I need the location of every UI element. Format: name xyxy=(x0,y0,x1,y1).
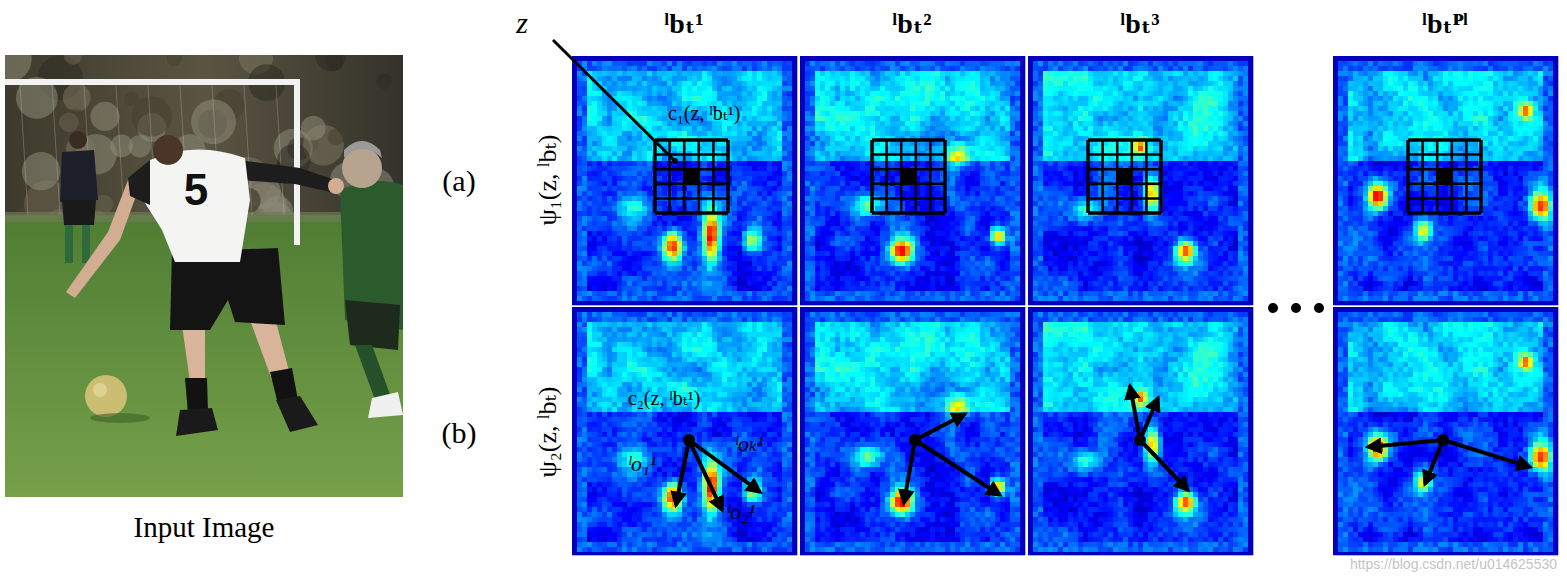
offset-label: ˡo₂¹ xyxy=(727,500,755,524)
leader-line xyxy=(553,40,674,160)
offset-label: ˡo₁¹ xyxy=(628,452,656,476)
window-label: c₁(z, ˡbₜ¹) xyxy=(668,102,740,124)
ellipsis-dot xyxy=(1314,303,1324,313)
row-label: (b) xyxy=(442,416,477,449)
offset-arrows xyxy=(676,386,1530,510)
column-header: ˡbₜ² xyxy=(892,9,931,40)
ellipsis-dot xyxy=(1291,303,1301,313)
row-function: ψ₂(z, ˡbₜ) xyxy=(534,387,563,478)
heatmap-panels xyxy=(572,56,1558,555)
offset-label: c₂(z, ˡbₜ¹) xyxy=(628,387,700,409)
window-grids xyxy=(655,140,1481,213)
ellipsis-dot xyxy=(1268,303,1278,313)
variable-label: z xyxy=(516,6,528,39)
column-header: ˡbₜ¹ xyxy=(664,9,703,40)
image-caption: Input Image xyxy=(134,512,275,544)
shirt-number: 5 xyxy=(184,166,208,214)
input-photo xyxy=(5,55,403,497)
leader-dot xyxy=(672,158,678,164)
column-header: ˡbₜᴾˡ xyxy=(1422,9,1468,40)
watermark: https://blog.csdn.net/u014625530 xyxy=(1350,557,1557,572)
column-header: ˡbₜ³ xyxy=(1120,9,1159,40)
offset-label: ˡoₖ¹ xyxy=(735,432,764,456)
row-label: (a) xyxy=(442,164,475,197)
row-function: ψ₁(z, ˡbₜ) xyxy=(534,135,563,226)
